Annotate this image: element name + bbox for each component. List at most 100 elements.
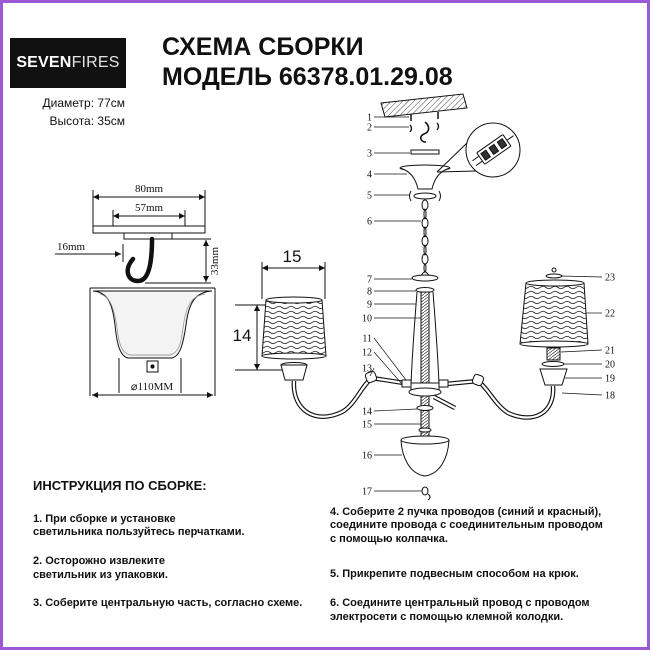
callout-label: 5	[367, 191, 372, 202]
arm-connector-right	[438, 379, 449, 388]
canopy-bowl	[92, 290, 213, 359]
left-arm-outline	[291, 375, 405, 419]
callout-label: 20	[605, 360, 615, 371]
callout-label: 22	[605, 309, 615, 320]
bottom-finial-icon	[421, 486, 429, 496]
chain-link	[421, 217, 429, 229]
arm-hub-ring	[408, 387, 442, 397]
leader-line	[373, 351, 403, 385]
dim-label-shade-width: 15	[283, 247, 302, 266]
spec-diameter: Диаметр: 77см	[42, 96, 125, 110]
left-lampshade	[261, 299, 327, 357]
canopy-collar	[413, 192, 437, 200]
callout-label: 17	[362, 487, 372, 498]
callout-label: 3	[367, 149, 372, 160]
callout-label: 12	[362, 348, 372, 359]
ceiling-hatch	[380, 93, 468, 118]
spec-height: Высота: 35см	[49, 114, 125, 128]
right-arm-bead	[471, 373, 485, 387]
instruction-line: с помощью колпачка.	[330, 533, 448, 545]
left-bulb-holder	[280, 364, 308, 381]
callout-label: 21	[605, 346, 615, 357]
dim-label-80mm: 80mm	[135, 183, 164, 195]
terminal-screw	[496, 137, 508, 150]
canopy-bowl-inner	[99, 293, 206, 356]
instruction-line: светильника пользуйтесь перчатками.	[33, 526, 245, 538]
callout-label: 10	[362, 314, 372, 325]
zoom-line	[436, 141, 469, 173]
instruction-line: 3. Соберите центральную часть, согласно …	[33, 597, 303, 609]
right-shade-top-rim	[525, 279, 585, 287]
instruction-line: 1. При сборке и установке	[33, 513, 176, 525]
leader-line	[369, 367, 375, 377]
callout-label: 13	[362, 364, 372, 375]
left-shade-top-rim	[265, 296, 323, 304]
ceiling-hook-icon	[125, 236, 155, 284]
right-arm-outline	[445, 378, 556, 420]
ceiling-canopy	[399, 167, 451, 190]
right-socket-ring	[541, 361, 565, 367]
logo-text-light: FIRES	[71, 54, 120, 71]
left-arm-tube	[292, 376, 405, 418]
left-lamp	[261, 296, 405, 419]
column-right	[432, 291, 440, 385]
wire	[506, 135, 514, 141]
right-arm-tube	[445, 379, 555, 419]
dim-label-33mm: 33mm	[209, 247, 221, 276]
bottom-bowl-rim	[400, 435, 450, 445]
ceiling-hook-icon	[420, 121, 430, 143]
callout-label: 1	[367, 113, 372, 124]
right-finial-icon	[551, 267, 557, 273]
model-number: МОДЕЛЬ 66378.01.29.08	[162, 63, 453, 91]
right-bulb-holder	[539, 368, 568, 386]
anchor-icon	[409, 124, 413, 133]
terminal-screw	[480, 149, 492, 161]
chain-link	[423, 263, 427, 273]
chain-link	[423, 244, 427, 256]
mounting-plate	[92, 225, 206, 234]
dim-label-16mm: 16mm	[57, 241, 86, 253]
callout-label: 8	[367, 287, 372, 298]
chain-link	[421, 235, 429, 247]
instructions-heading: ИНСТРУКЦИЯ ПО СБОРКЕ:	[33, 478, 207, 493]
column-left	[410, 291, 418, 385]
zoom-line	[436, 170, 477, 173]
bottom-finial-curl	[427, 493, 431, 501]
instruction-line: светильник из упаковки.	[33, 569, 168, 581]
callouts-left: 1 2 3 4 5 6 7 8 9 10 11 12 13 14 15 16 1…	[362, 113, 422, 498]
right-socket	[546, 347, 561, 361]
chain-link	[421, 199, 429, 211]
canopy-screw-dot	[150, 364, 155, 369]
instruction-line: 6. Соедините центральный провод с провод…	[330, 597, 590, 609]
chain	[421, 199, 429, 273]
instruction-line: соедините провода с соединительным прово…	[330, 519, 603, 531]
callout-label: 2	[367, 123, 372, 134]
callout-label: 15	[362, 420, 372, 431]
mounting-bar	[410, 149, 440, 155]
callout-label: 19	[605, 374, 615, 385]
arm-connector-left	[401, 379, 412, 388]
canopy-screw-icon	[146, 360, 159, 373]
chain-link	[423, 208, 427, 220]
page-title: СХЕМА СБОРКИ	[162, 33, 364, 61]
dim-label-57mm: 57mm	[135, 202, 164, 214]
dim-label-110mm: ⌀110MM	[131, 381, 173, 393]
chain-link	[423, 226, 427, 238]
callouts-right: 23 22 21 20 19 18	[560, 273, 615, 402]
shade-dimensions: 15 14	[233, 247, 326, 371]
leader-line	[373, 337, 407, 381]
canopy-diagram: ⌀110MM	[89, 287, 216, 398]
right-lampshade	[519, 282, 589, 345]
wire	[472, 155, 480, 162]
callout-label: 4	[367, 170, 372, 181]
instruction-line: 2. Осторожно извлеките	[33, 555, 165, 567]
terminal-block-icon	[472, 134, 514, 167]
leader-line	[560, 275, 603, 278]
hook-diagram: 80mm 57mm 16mm 33mm	[55, 183, 221, 284]
instruction-line: 4. Соберите 2 пучка проводов (синий и кр…	[330, 506, 602, 518]
right-lamp	[445, 267, 589, 420]
leader-line	[373, 408, 418, 412]
lower-nut	[416, 405, 434, 411]
